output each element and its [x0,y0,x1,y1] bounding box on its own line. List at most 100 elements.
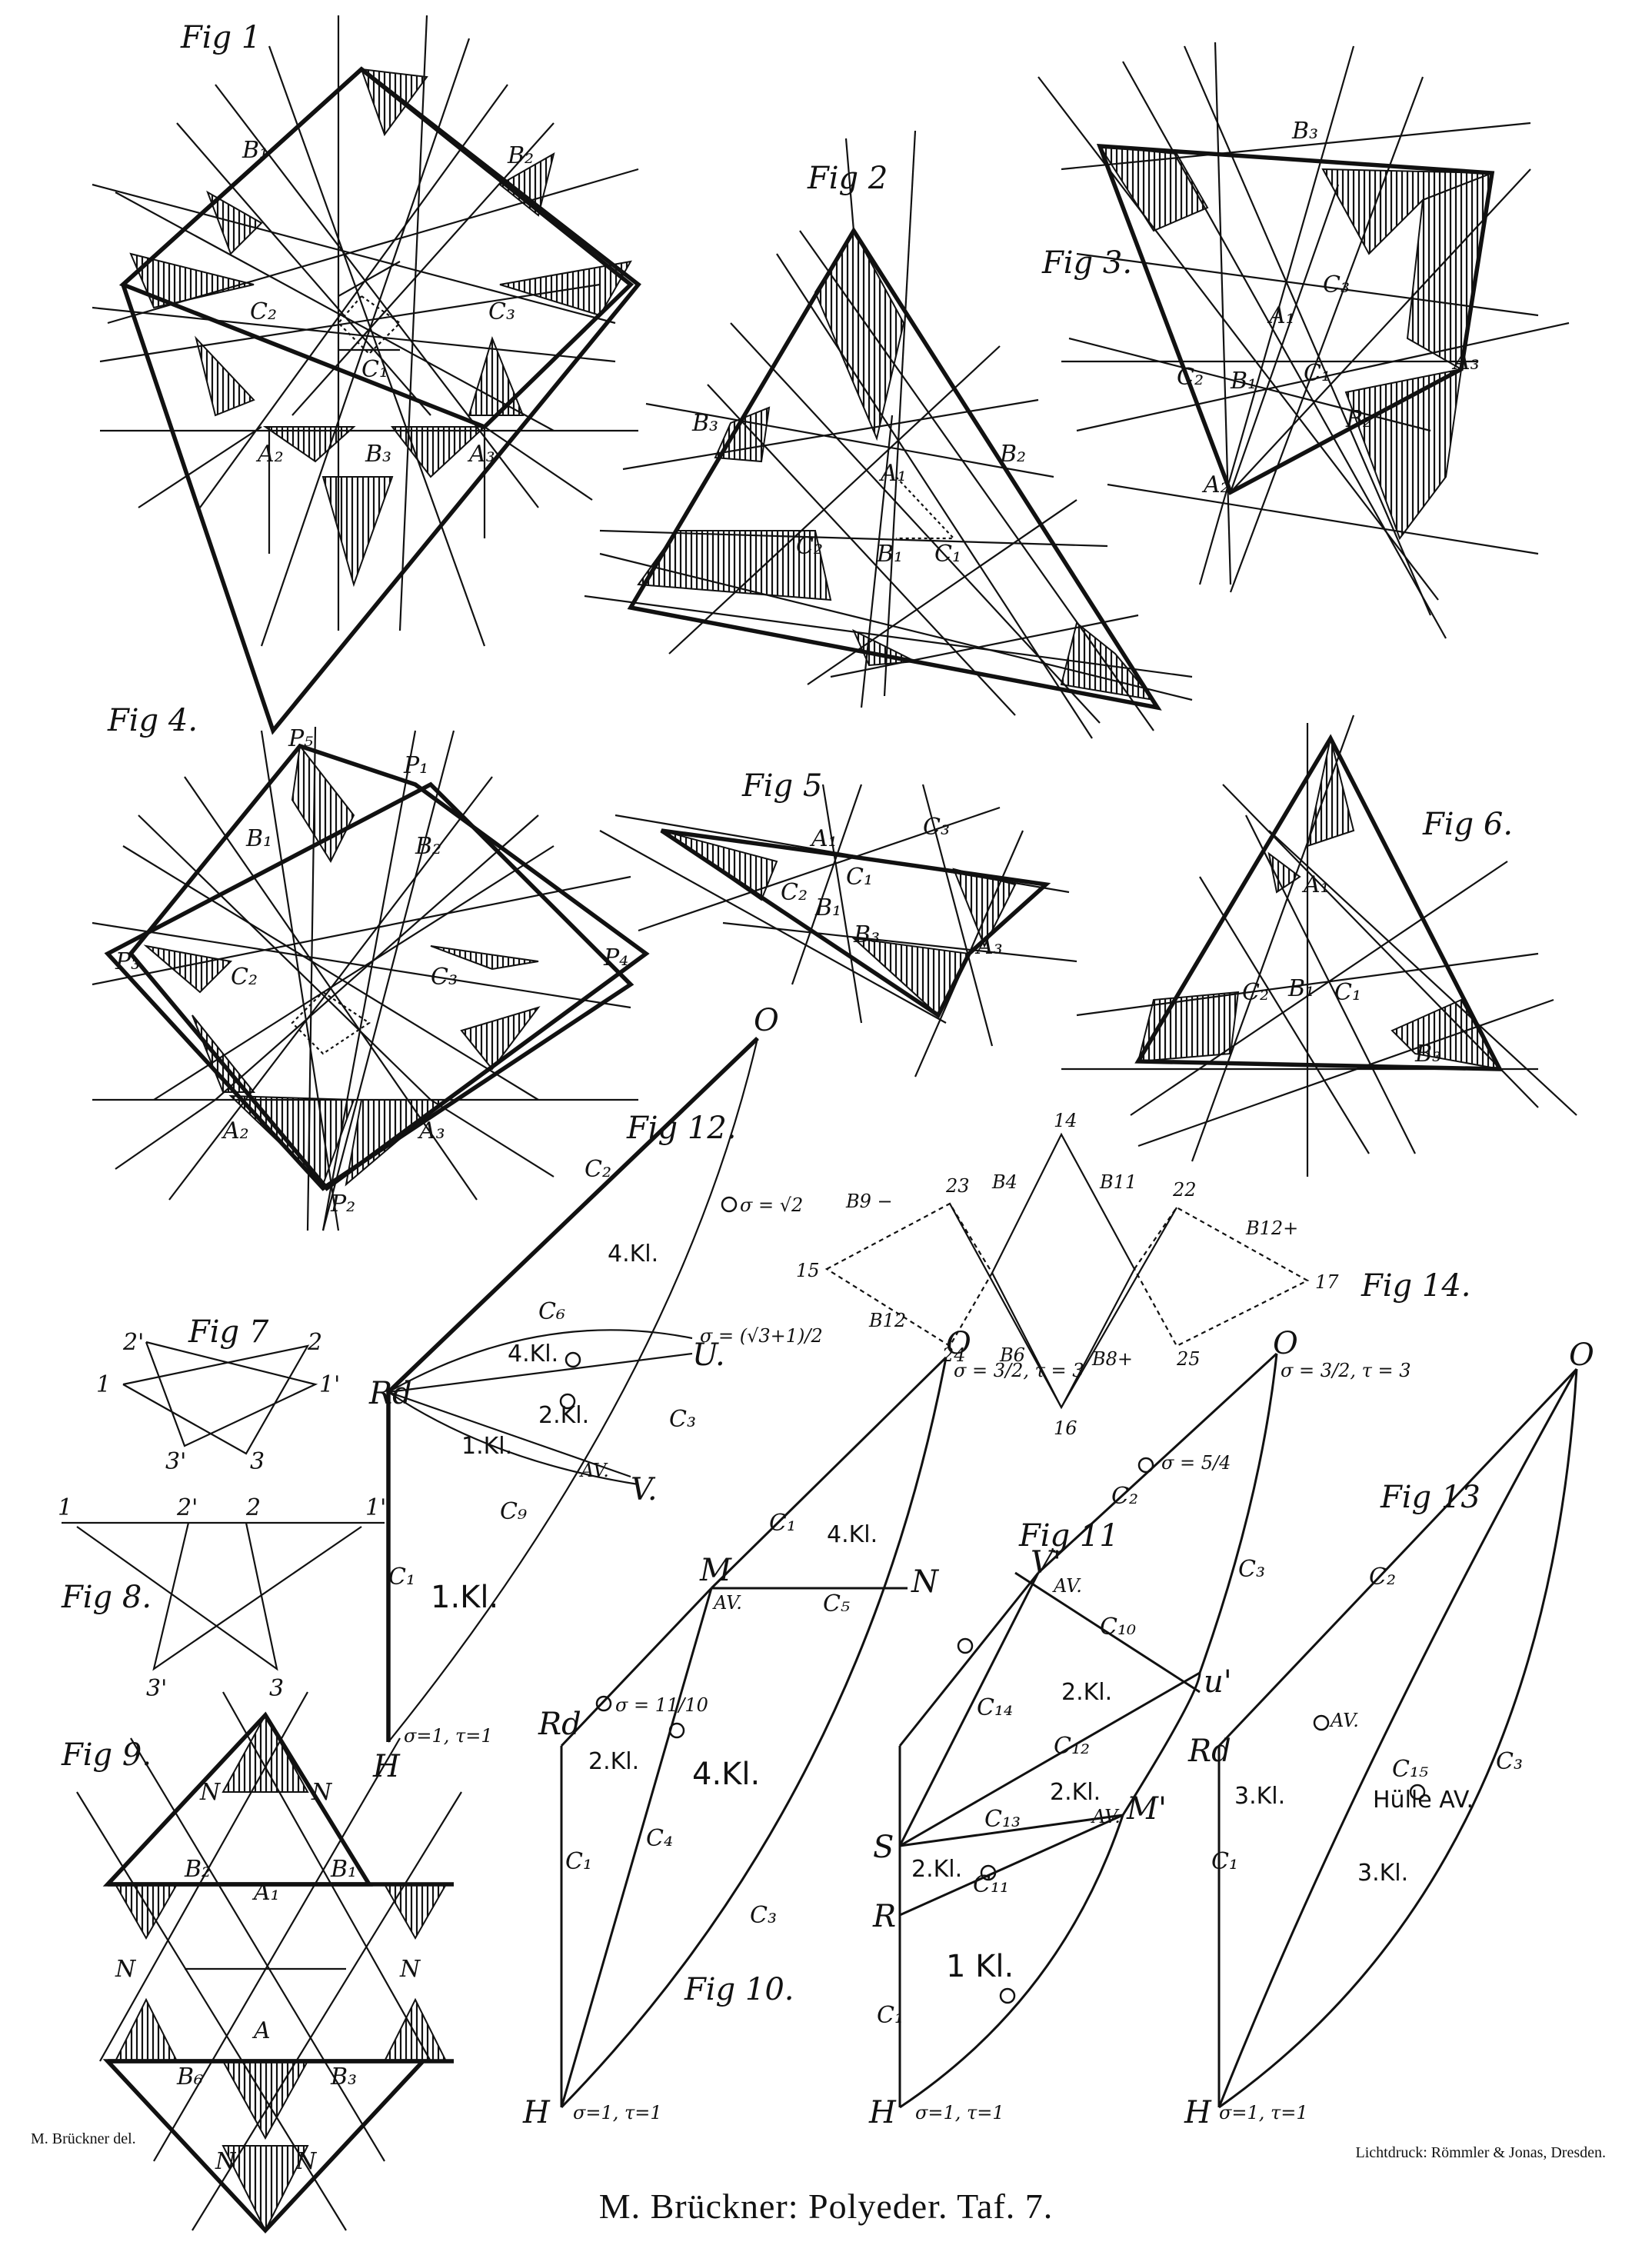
svg-text:N: N [115,1956,137,1983]
svg-text:B8+: B8+ [1091,1348,1133,1370]
svg-text:σ = 11/10: σ = 11/10 [615,1694,708,1716]
svg-text:2.Kl.: 2.Kl. [538,1402,589,1429]
svg-text:2: 2 [307,1329,322,1356]
svg-text:P₂: P₂ [330,1191,355,1217]
svg-text:A₁: A₁ [809,825,838,852]
svg-text:C₁: C₁ [769,1510,796,1537]
figure-6: Fig 6. A₁ C₂ B₁ C₁ B₃ [1061,714,1577,1177]
svg-text:C₁₂: C₁₂ [1054,1733,1090,1760]
fig8-title: Fig 8. [61,1580,152,1615]
svg-text:B₁: B₁ [876,541,903,568]
svg-text:P₃: P₃ [115,948,140,975]
svg-text:P₄: P₄ [603,944,628,971]
svg-text:A₃: A₃ [467,441,495,468]
svg-text:C₁₃: C₁₃ [984,1806,1021,1833]
svg-text:σ = 3/2, τ = 3: σ = 3/2, τ = 3 [1281,1360,1411,1381]
svg-text:C₂: C₂ [1369,1564,1396,1590]
svg-text:σ=1, τ=1: σ=1, τ=1 [404,1725,493,1747]
fig14-title: Fig 14. [1361,1268,1470,1304]
svg-text:C₂: C₂ [250,298,277,325]
svg-text:4.Kl.: 4.Kl. [608,1241,658,1267]
svg-text:H: H [372,1749,401,1784]
fig6-title: Fig 6. [1422,807,1513,842]
svg-text:σ = √2: σ = √2 [740,1194,803,1216]
svg-text:O: O [946,1326,971,1361]
svg-text:C₁: C₁ [361,356,388,383]
svg-text:C₃: C₃ [431,964,458,991]
svg-text:C₃: C₃ [1496,1748,1523,1775]
svg-text:4.Kl.: 4.Kl. [508,1341,558,1367]
svg-text:B₃: B₃ [691,410,718,437]
svg-text:3: 3 [269,1675,284,1702]
svg-text:1 Kl.: 1 Kl. [946,1949,1014,1984]
svg-text:Rd: Rd [538,1707,581,1742]
svg-text:A₂: A₂ [1201,471,1230,498]
svg-text:C₁: C₁ [934,541,961,568]
svg-text:O: O [1273,1326,1298,1361]
svg-text:A₁: A₁ [1267,302,1295,329]
svg-text:4.Kl.: 4.Kl. [692,1757,760,1792]
svg-text:1: 1 [96,1371,111,1398]
svg-text:R: R [872,1899,896,1934]
svg-text:C₁: C₁ [1304,360,1331,387]
fig11-title: Fig 11 [1018,1518,1119,1554]
svg-text:C₁: C₁ [1211,1848,1238,1875]
svg-text:15: 15 [796,1260,820,1281]
svg-text:C₁: C₁ [1334,979,1361,1006]
svg-text:B12: B12 [868,1310,906,1331]
svg-text:3': 3' [146,1675,167,1702]
figure-3: Fig 3. B₃ C₃ A₁ C₂ B₁ C₁ A₃ B₂ [1037,42,1570,639]
svg-text:C₁₄: C₁₄ [977,1694,1013,1721]
svg-text:B₁: B₁ [241,137,268,164]
svg-text:14: 14 [1054,1110,1077,1131]
svg-text:N: N [199,1779,221,1806]
svg-text:23: 23 [945,1175,970,1197]
svg-text:H: H [1184,2095,1212,2130]
svg-text:C₂: C₂ [1111,1483,1138,1510]
svg-text:σ=1, τ=1: σ=1, τ=1 [573,2102,662,2123]
svg-text:B4: B4 [991,1171,1018,1193]
svg-text:3.Kl.: 3.Kl. [1357,1860,1408,1887]
svg-text:C₁: C₁ [877,2002,904,2029]
svg-text:C₂: C₂ [781,879,808,906]
credit-left: M. Brückner del. [31,2130,136,2147]
svg-text:Hülle AV.: Hülle AV. [1373,1787,1474,1814]
svg-text:C₃: C₃ [1323,271,1350,298]
figure-2: Fig 2 B₃ B₂ A₁ C₂ B₁ C₁ [584,130,1193,739]
svg-text:C₂: C₂ [1177,364,1204,391]
svg-text:22: 22 [1172,1179,1197,1201]
svg-text:1.Kl.: 1.Kl. [461,1433,512,1460]
svg-text:B₁: B₁ [814,894,841,921]
svg-text:B₁: B₁ [1287,975,1314,1002]
svg-text:B₃: B₃ [365,441,391,468]
figure-8: Fig 8. 1 2' 2 1' 3' 3 [58,1494,386,1702]
svg-text:A₃: A₃ [974,933,1003,960]
svg-text:A₁: A₁ [878,460,907,487]
figure-10: Fig 10. Rd H M N O AV. 4.Kl. 2.Kl. 4.Kl.… [522,1326,1084,2130]
svg-text:2': 2' [122,1329,144,1356]
svg-text:N: N [311,1779,333,1806]
svg-text:B₂: B₂ [1345,406,1372,433]
svg-text:N: N [295,2148,318,2175]
svg-text:O: O [754,1003,779,1038]
svg-text:C₉: C₉ [500,1498,527,1525]
svg-text:Rd: Rd [1187,1734,1231,1769]
figure-13: Fig 13 Rd H O AV. Hülle AV. 3.Kl. 3.Kl. … [1184,1337,1594,2130]
svg-text:H: H [522,2095,551,2130]
svg-text:B₃: B₃ [853,921,880,948]
svg-text:AV.: AV. [579,1460,609,1481]
svg-text:σ=1, τ=1: σ=1, τ=1 [1219,2102,1308,2123]
figure-5: Fig 5 A₁ C₃ C₂ C₁ B₁ B₃ A₃ [599,768,1077,1078]
svg-text:3.Kl.: 3.Kl. [1234,1783,1285,1810]
svg-text:C₄: C₄ [646,1825,673,1852]
svg-text:2.Kl.: 2.Kl. [1050,1779,1101,1806]
svg-text:B₃: B₃ [330,2063,357,2090]
svg-text:N: N [215,2148,237,2175]
figure-12: Fig 12. Rd H U. V. O 4.Kl. 4.Kl. 2.Kl. 1… [368,1003,823,1784]
fig9-title: Fig 9. [61,1737,152,1773]
svg-text:B₁: B₁ [330,1856,357,1883]
svg-text:σ = 3/2, τ = 3: σ = 3/2, τ = 3 [954,1360,1084,1381]
svg-text:B₂: B₂ [184,1856,211,1883]
svg-text:A₃: A₃ [1451,348,1480,375]
